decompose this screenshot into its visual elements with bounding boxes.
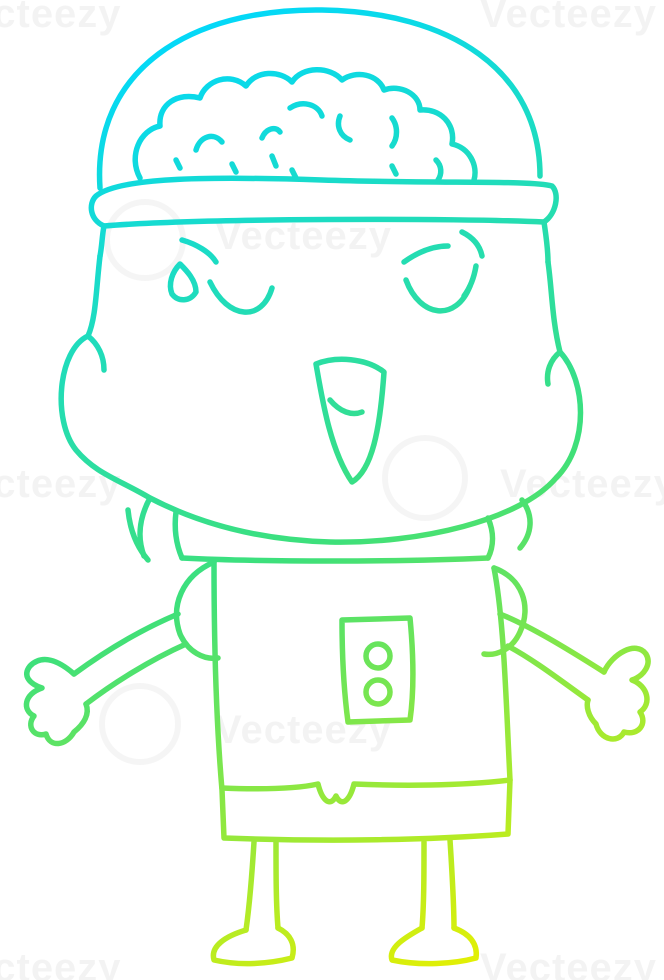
head-band [88, 175, 559, 265]
arms [23, 611, 651, 747]
brain-dome [96, 7, 543, 191]
face [167, 229, 485, 485]
legs [210, 837, 480, 967]
torso [173, 559, 528, 843]
neck [125, 495, 533, 564]
head [58, 253, 584, 545]
